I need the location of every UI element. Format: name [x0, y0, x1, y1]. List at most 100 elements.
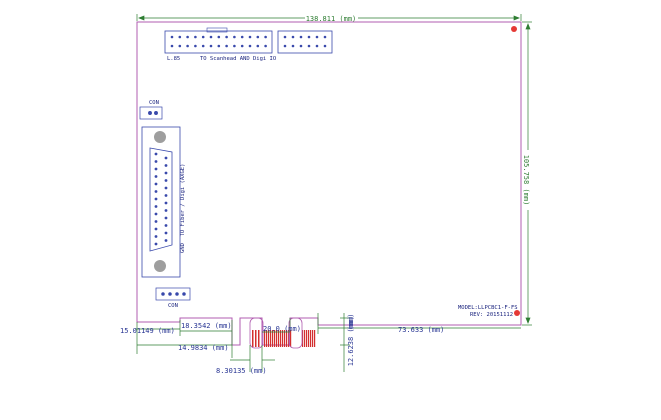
header-pin: [240, 35, 244, 39]
edge-pad: [280, 330, 282, 347]
edge-pad: [312, 330, 314, 347]
db25-pin: [154, 220, 158, 223]
db25-pin: [154, 175, 158, 178]
db25-pin: [164, 239, 168, 242]
edge-pad: [302, 330, 304, 347]
dim-15-01149-label: 15.01149 (mm): [120, 327, 175, 335]
header-pin: [217, 35, 221, 39]
top-width-label: 138.811 (mm): [306, 15, 357, 23]
edge-pad: [276, 330, 278, 347]
header-pin: [291, 35, 295, 39]
db25-pin: [154, 152, 158, 156]
db25-pin: [154, 197, 158, 201]
header-pin: [186, 35, 189, 39]
top-small-connector: [139, 106, 163, 120]
header-pin: [248, 44, 252, 48]
header-left-label: L.85: [167, 56, 180, 62]
edge-pad: [268, 330, 270, 347]
edge-pad: [290, 330, 292, 347]
header-pin: [264, 44, 267, 48]
edge-pad: [252, 330, 254, 347]
db25-pin: [154, 167, 158, 171]
db25-connector: [141, 126, 181, 278]
header-pin: [299, 35, 303, 39]
header-pin: [217, 44, 221, 48]
pad-slot-outline-2: [288, 317, 303, 349]
header-pin: [315, 35, 319, 39]
header-pin: [307, 35, 311, 39]
db25-pin: [154, 242, 158, 246]
edge-connector-pads: [252, 330, 316, 347]
header-pin: [201, 44, 205, 48]
header-pin: [225, 44, 228, 48]
right-height-label: 105.758 (mm): [522, 155, 530, 206]
db25-pin: [164, 179, 168, 182]
edge-pad: [274, 330, 276, 347]
header-pin: [194, 35, 197, 39]
fiducial-marker-bottom: [514, 310, 520, 316]
db25-pin: [154, 160, 158, 163]
dim-12-6238-label: 12.6238 (mm): [347, 316, 355, 367]
pad-slot-outline: [249, 317, 264, 349]
db25-pin: [164, 201, 168, 205]
dim-18-3542-label: 18.3542 (mm): [181, 322, 232, 330]
db25-pin: [154, 212, 158, 216]
gnd-label: GND: [180, 243, 186, 253]
header-pin: [283, 44, 287, 48]
dim-73-633-label: 73.633 (mm): [398, 326, 444, 334]
edge-pad: [282, 330, 284, 347]
edge-pad: [270, 330, 272, 347]
right-height-dimension: [522, 21, 532, 326]
bottom-small-connector: [155, 287, 191, 301]
board-outline: [136, 21, 522, 346]
header-pin: [256, 35, 260, 39]
header-pin: [307, 44, 311, 48]
header-pin: [248, 35, 252, 39]
header-pin: [201, 35, 205, 39]
edge-pad: [258, 330, 260, 347]
db25-pin: [164, 231, 168, 235]
edge-pad: [272, 330, 274, 347]
bottom-small-connector-label: CON: [168, 303, 178, 309]
header-connector-large: [164, 27, 273, 54]
header-pin: [194, 44, 197, 48]
model-label: MODEL:LLPCBC1-F-FS: [458, 305, 518, 311]
header-pin: [256, 44, 260, 48]
edge-pad: [308, 330, 310, 347]
header-pin: [291, 44, 295, 48]
header-pin: [283, 35, 287, 39]
revision-label: REV: 20151112: [470, 312, 513, 318]
edge-pad: [306, 330, 308, 347]
dim-20-0-label: 20.0 (mm): [263, 325, 301, 333]
header-right-label: TO Scanhead AND Digi IO: [200, 56, 276, 62]
header-pin: [264, 35, 267, 39]
edge-pad: [284, 330, 286, 347]
header-pin: [170, 35, 174, 39]
edge-pad: [264, 330, 266, 347]
db25-pin: [154, 235, 158, 238]
db25-pin: [164, 164, 168, 167]
dim-small-right-label: (mm): [347, 314, 355, 331]
header-pin: [299, 44, 303, 48]
fiducial-marker-top: [511, 26, 517, 32]
header-connector-small: [277, 30, 333, 54]
db25-pin: [164, 216, 168, 220]
dim-14-9834-label: 14.9834 (mm): [178, 344, 229, 352]
edge-pad: [255, 330, 257, 347]
top-small-connector-label: CON: [149, 100, 159, 106]
header-pin: [170, 44, 174, 48]
db25-label: TO Fiber / Digi (AXGE): [180, 164, 186, 237]
header-pin: [209, 35, 213, 39]
header-pin: [178, 44, 182, 48]
header-pin: [186, 44, 189, 48]
edge-pad: [278, 330, 280, 347]
top-width-dimension: [136, 14, 522, 21]
header-pin: [209, 44, 213, 48]
db25-pin: [154, 190, 158, 193]
header-pin: [233, 35, 236, 39]
db25-pin: [164, 209, 168, 212]
edge-pad: [304, 330, 306, 347]
header-pin: [315, 44, 319, 48]
edge-pad: [310, 330, 312, 347]
